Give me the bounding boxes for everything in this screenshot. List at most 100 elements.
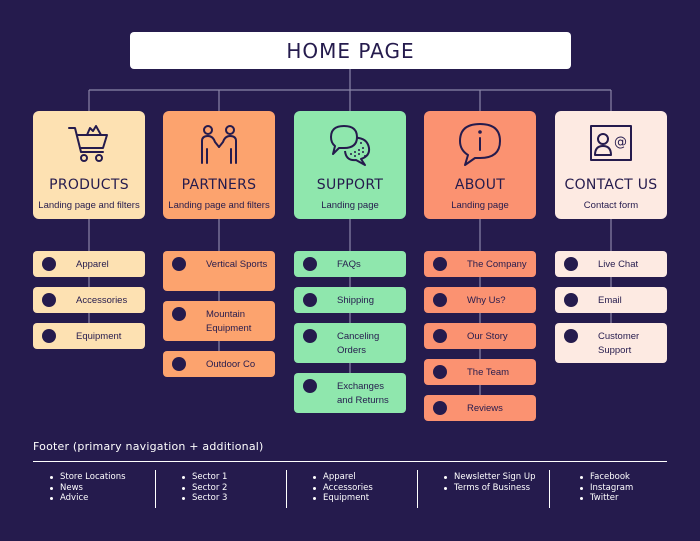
contact-card[interactable]: @ CONTACT US Contact form [555, 111, 667, 219]
handshake-icon [201, 125, 237, 164]
footer-link[interactable]: Advice [50, 493, 126, 504]
footer-link[interactable]: Equipment [313, 493, 373, 504]
footer-link-label: Sector 2 [192, 482, 228, 493]
footer-link-label: News [60, 482, 83, 493]
footer-link[interactable]: Sector 1 [182, 472, 227, 483]
about-item-label: The Team [467, 367, 510, 378]
footer-link[interactable]: Apparel [313, 472, 373, 483]
footer-link-label: Terms of Business [454, 482, 531, 493]
partners-item[interactable]: Vertical Sports [163, 251, 275, 291]
footer-title: Footer (primary navigation + additional) [33, 440, 264, 453]
partners-title: PARTNERS [181, 177, 257, 193]
support-subtitle: Landing page [321, 200, 379, 211]
bullet-dot-icon [172, 307, 186, 321]
bullet-icon [182, 476, 185, 479]
footer-divider [33, 461, 667, 462]
about-item-label: Reviews [467, 403, 503, 414]
products-item[interactable]: Equipment [33, 323, 145, 349]
footer-column-separator [417, 470, 418, 508]
bullet-icon [580, 476, 583, 479]
bullet-dot-icon [433, 365, 447, 379]
bullet-icon [50, 476, 53, 479]
about-card[interactable]: ABOUT Landing page [424, 111, 536, 219]
contact-item-label: Email [598, 295, 622, 306]
footer-column-separator [286, 470, 287, 508]
contact-item[interactable]: Live Chat [555, 251, 667, 277]
products-item[interactable]: Apparel [33, 251, 145, 277]
products-subtitle: Landing page and filters [38, 200, 140, 211]
footer-link[interactable]: Sector 3 [182, 493, 227, 504]
footer-link[interactable]: Newsletter Sign Up [444, 472, 536, 483]
footer-link-label: Accessories [323, 482, 373, 493]
support-item[interactable]: Exchanges and Returns [294, 373, 406, 413]
footer-link-label: Instagram [590, 482, 634, 493]
footer-link[interactable]: Store Locations [50, 472, 126, 483]
products-item-label: Equipment [76, 331, 122, 342]
footer-link[interactable]: Twitter [580, 493, 633, 504]
about-item-label: Our Story [467, 331, 508, 342]
support-item-label: FAQs [337, 259, 361, 270]
about-item[interactable]: The Company [424, 251, 536, 277]
support-item[interactable]: FAQs [294, 251, 406, 277]
products-item-label: Accessories [76, 295, 128, 306]
info-bubble-icon [459, 123, 501, 166]
bullet-dot-icon [433, 293, 447, 307]
partners-item[interactable]: Outdoor Co [163, 351, 275, 377]
about-item-label: The Company [467, 259, 527, 270]
footer-link-label: Advice [60, 493, 89, 503]
bullet-dot-icon [433, 257, 447, 271]
footer-link[interactable]: Accessories [313, 483, 373, 494]
footer-column-separator [155, 470, 156, 508]
bullet-icon [182, 486, 185, 490]
footer-link-label: Newsletter Sign Up [454, 472, 536, 482]
about-item[interactable]: Our Story [424, 323, 536, 349]
bullet-dot-icon [433, 401, 447, 415]
about-item[interactable]: Why Us? [424, 287, 536, 313]
support-item-label: Exchanges and Returns [337, 381, 389, 406]
chat-bubbles-icon [330, 125, 371, 166]
footer-link[interactable]: Sector 2 [182, 483, 227, 494]
partners-item[interactable]: Mountain Equipment [163, 301, 275, 341]
contact-item[interactable]: Customer Support [555, 323, 667, 363]
contact-subtitle: Contact form [583, 200, 639, 211]
support-item-label: Shipping [337, 295, 374, 306]
about-item[interactable]: Reviews [424, 395, 536, 421]
footer-link[interactable]: News [50, 483, 126, 494]
about-item[interactable]: The Team [424, 359, 536, 385]
partners-subtitle: Landing page and filters [168, 200, 270, 211]
footer-link[interactable]: Terms of Business [444, 483, 536, 494]
shopping-cart-icon [68, 125, 108, 162]
footer-link-label: Sector 1 [192, 472, 228, 482]
bullet-icon [444, 486, 447, 490]
contact-item-label: Live Chat [598, 259, 639, 270]
products-card[interactable]: PRODUCTS Landing page and filters [33, 111, 145, 219]
bullet-dot-icon [303, 257, 317, 271]
bullet-dot-icon [564, 293, 578, 307]
footer-link[interactable]: Instagram [580, 483, 633, 494]
products-item[interactable]: Accessories [33, 287, 145, 313]
about-subtitle: Landing page [451, 200, 509, 211]
contact-item-label: Customer Support [598, 331, 640, 356]
footer-link[interactable]: Facebook [580, 472, 633, 483]
footer-column-separator [549, 470, 550, 508]
contact-title: CONTACT US [564, 177, 658, 193]
support-item[interactable]: Canceling Orders [294, 323, 406, 363]
home-page-node[interactable]: HOME PAGE [130, 32, 571, 69]
partners-card[interactable]: PARTNERS Landing page and filters [163, 111, 275, 219]
bullet-icon [313, 486, 316, 490]
footer-link-label: Equipment [323, 493, 370, 503]
partners-item-label: Outdoor Co [206, 359, 256, 370]
home-page-label: HOME PAGE [286, 38, 415, 63]
bullet-dot-icon [564, 257, 578, 271]
support-card[interactable]: SUPPORT Landing page [294, 111, 406, 219]
contact-item[interactable]: Email [555, 287, 667, 313]
bullet-icon [313, 476, 316, 479]
support-item[interactable]: Shipping [294, 287, 406, 313]
bullet-icon [580, 486, 583, 490]
bullet-dot-icon [42, 293, 56, 307]
bullet-dot-icon [303, 379, 317, 393]
